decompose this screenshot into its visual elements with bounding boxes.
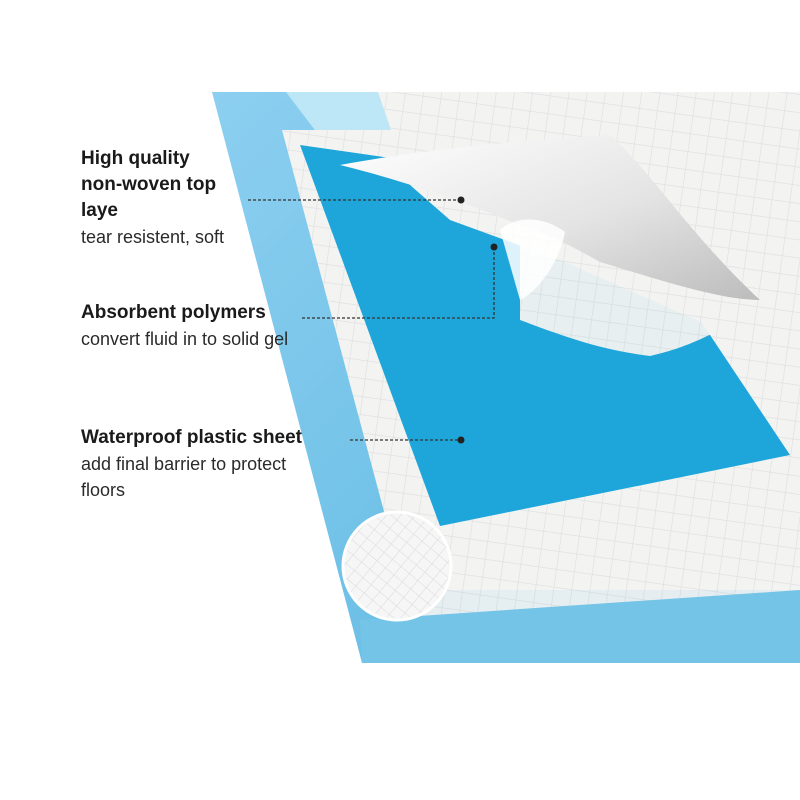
callout-heading: Waterproof plastic sheet (81, 425, 361, 451)
callout-waterproof-sheet: Waterproof plastic sheet add final barri… (81, 425, 361, 503)
callout-absorbent-polymers: Absorbent polymers convert fluid in to s… (81, 300, 381, 352)
dot-icon (458, 437, 465, 444)
callout-description: convert fluid in to solid gel (81, 326, 381, 352)
callout-top-layer: High quality non-woven top laye tear res… (81, 146, 261, 250)
dot-icon (491, 244, 498, 251)
callout-description: add final barrier to protect floors (81, 451, 361, 503)
callout-heading: Absorbent polymers (81, 300, 381, 326)
callout-heading: High quality non-woven top laye (81, 146, 261, 224)
dot-icon (458, 197, 465, 204)
callout-description: tear resistent, soft (81, 224, 261, 250)
